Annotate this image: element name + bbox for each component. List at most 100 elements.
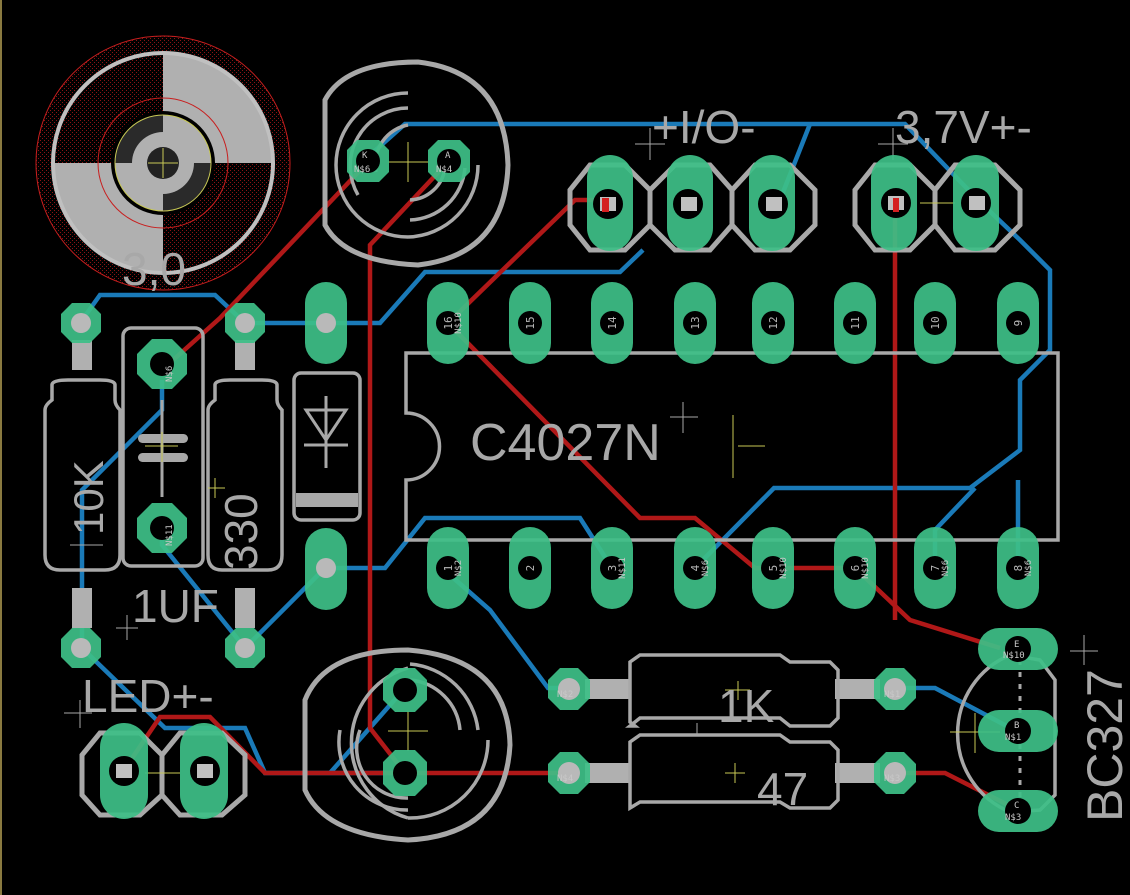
svg-text:N$1: N$1 — [1005, 733, 1021, 743]
svg-text:N$11: N$11 — [165, 524, 175, 546]
battery-header-label: 3,7V+- — [895, 101, 1032, 153]
transistor-pin-e[interactable]: E N$10 — [978, 628, 1058, 670]
led-header-pin-plus[interactable] — [100, 723, 148, 819]
ic-pin-number: 11 — [849, 316, 862, 329]
io-header-label: +I/O- — [652, 101, 756, 153]
hole-label: 3,0 — [122, 243, 186, 295]
resistor-10k-pin-2[interactable] — [61, 628, 101, 668]
diode[interactable] — [292, 371, 362, 522]
resistor-1k-pin-2[interactable]: N$1 — [874, 668, 916, 710]
io-header-pin-1[interactable] — [587, 155, 633, 251]
ic-pin-13[interactable]: 13 — [674, 282, 716, 364]
ic-pin-10[interactable]: 10 — [914, 282, 956, 364]
ic-pin-signal: N$10 — [861, 557, 871, 579]
svg-text:N$1: N$1 — [884, 690, 900, 700]
svg-text:B: B — [1014, 721, 1019, 731]
ic-pin-number: 10 — [929, 316, 942, 329]
ic-pin-number: 2 — [524, 565, 537, 572]
resistor-1k[interactable] — [585, 653, 880, 736]
piezo-bottom-pin-1[interactable] — [383, 668, 427, 712]
transistor-pin-b[interactable]: B N$1 — [978, 710, 1058, 752]
c-1uf-label: 1UF — [132, 580, 219, 632]
r-330-label: 330 — [215, 493, 267, 570]
ic-pin-signal: N$10 — [454, 312, 464, 334]
resistor-47-pin-2[interactable]: N$3 — [874, 752, 916, 794]
svg-text:N$6: N$6 — [354, 165, 370, 175]
diode-pin-1[interactable] — [305, 282, 347, 364]
resistor-10k[interactable] — [43, 340, 122, 628]
mounting-hole[interactable] — [35, 35, 291, 291]
ic-pin-12[interactable]: 12 — [752, 282, 794, 364]
ic-pin-signal: N$11 — [618, 557, 628, 579]
ic-c4027n[interactable] — [404, 351, 1060, 542]
transistor-pin-c[interactable]: C N$3 — [978, 790, 1058, 832]
io-header-pin-2[interactable] — [667, 155, 713, 251]
capacitor-1uf[interactable] — [121, 326, 205, 568]
piezo-bottom-pin-2[interactable] — [383, 750, 427, 796]
resistor-330[interactable] — [206, 340, 284, 628]
ic-pin-number: 12 — [767, 316, 780, 329]
ic-pin-number: 14 — [606, 316, 619, 330]
piezo-bottom[interactable] — [302, 647, 513, 843]
piezo-top-pin-k[interactable]: K N$6 — [347, 140, 389, 182]
svg-text:N$2: N$2 — [557, 690, 573, 700]
piezo-top-pin-a[interactable]: A N$4 — [428, 140, 470, 182]
ic-pin-signal: N$2 — [454, 560, 464, 576]
battery-header[interactable] — [852, 162, 1023, 253]
ic-pin-number: 9 — [1012, 320, 1025, 327]
ic-pin-11[interactable]: 11 — [834, 282, 876, 364]
ic-pin-number: 4 — [689, 564, 702, 571]
svg-text:N$4: N$4 — [557, 774, 573, 784]
ic-pin-number: 16 — [442, 316, 455, 329]
ic-pin-signal: N$10 — [779, 557, 789, 579]
transistor-label: BC327 — [1077, 669, 1130, 822]
io-header[interactable] — [567, 162, 818, 253]
svg-text:A: A — [445, 151, 451, 161]
ic-label: C4027N — [470, 414, 661, 472]
ic-pin-number: 1 — [442, 565, 455, 572]
ic-pin-number: 13 — [689, 316, 702, 329]
svg-text:N$10: N$10 — [1003, 651, 1025, 661]
r-10k-label: 10K — [65, 460, 112, 535]
r-1k-label: 1K — [718, 680, 775, 732]
ic-pin-15[interactable]: 15 — [509, 282, 551, 364]
ic-pin-number: 5 — [767, 565, 780, 572]
resistor-1k-pin-1[interactable]: N$2 — [548, 668, 590, 710]
ic-pin-number: 15 — [524, 316, 537, 329]
resistor-47[interactable] — [585, 733, 880, 812]
capacitor-1uf-pin-1[interactable]: N$6 — [137, 339, 187, 389]
svg-text:N$3: N$3 — [1005, 813, 1021, 823]
ic-pin-signal: N$6 — [701, 560, 711, 576]
diode-pin-2[interactable] — [305, 528, 347, 610]
ic-pin-9[interactable]: 9 — [997, 282, 1039, 364]
ic-pin-signal: N$6 — [941, 560, 951, 576]
battery-header-pin-minus[interactable] — [953, 155, 999, 251]
ic-pin-14[interactable]: 14 — [591, 282, 633, 364]
resistor-330-pin-2[interactable] — [225, 628, 265, 668]
ic-pin-number: 6 — [849, 565, 862, 572]
svg-text:E: E — [1014, 640, 1019, 650]
ic-pin-number: 3 — [606, 565, 619, 572]
battery-header-pin-plus[interactable] — [871, 155, 917, 251]
resistor-330-pin-1[interactable] — [225, 303, 265, 343]
ic-pin-2[interactable]: 2 — [509, 527, 551, 609]
resistor-10k-pin-1[interactable] — [61, 303, 101, 343]
io-header-pin-3[interactable] — [749, 155, 795, 251]
ic-pin-signal: N$6 — [1024, 560, 1034, 576]
led-header[interactable] — [79, 730, 248, 818]
led-header-pin-minus[interactable] — [180, 723, 228, 819]
resistor-47-pin-1[interactable]: N$4 — [548, 752, 590, 794]
svg-text:N$6: N$6 — [165, 366, 175, 382]
capacitor-1uf-pin-2[interactable]: N$11 — [137, 503, 187, 553]
